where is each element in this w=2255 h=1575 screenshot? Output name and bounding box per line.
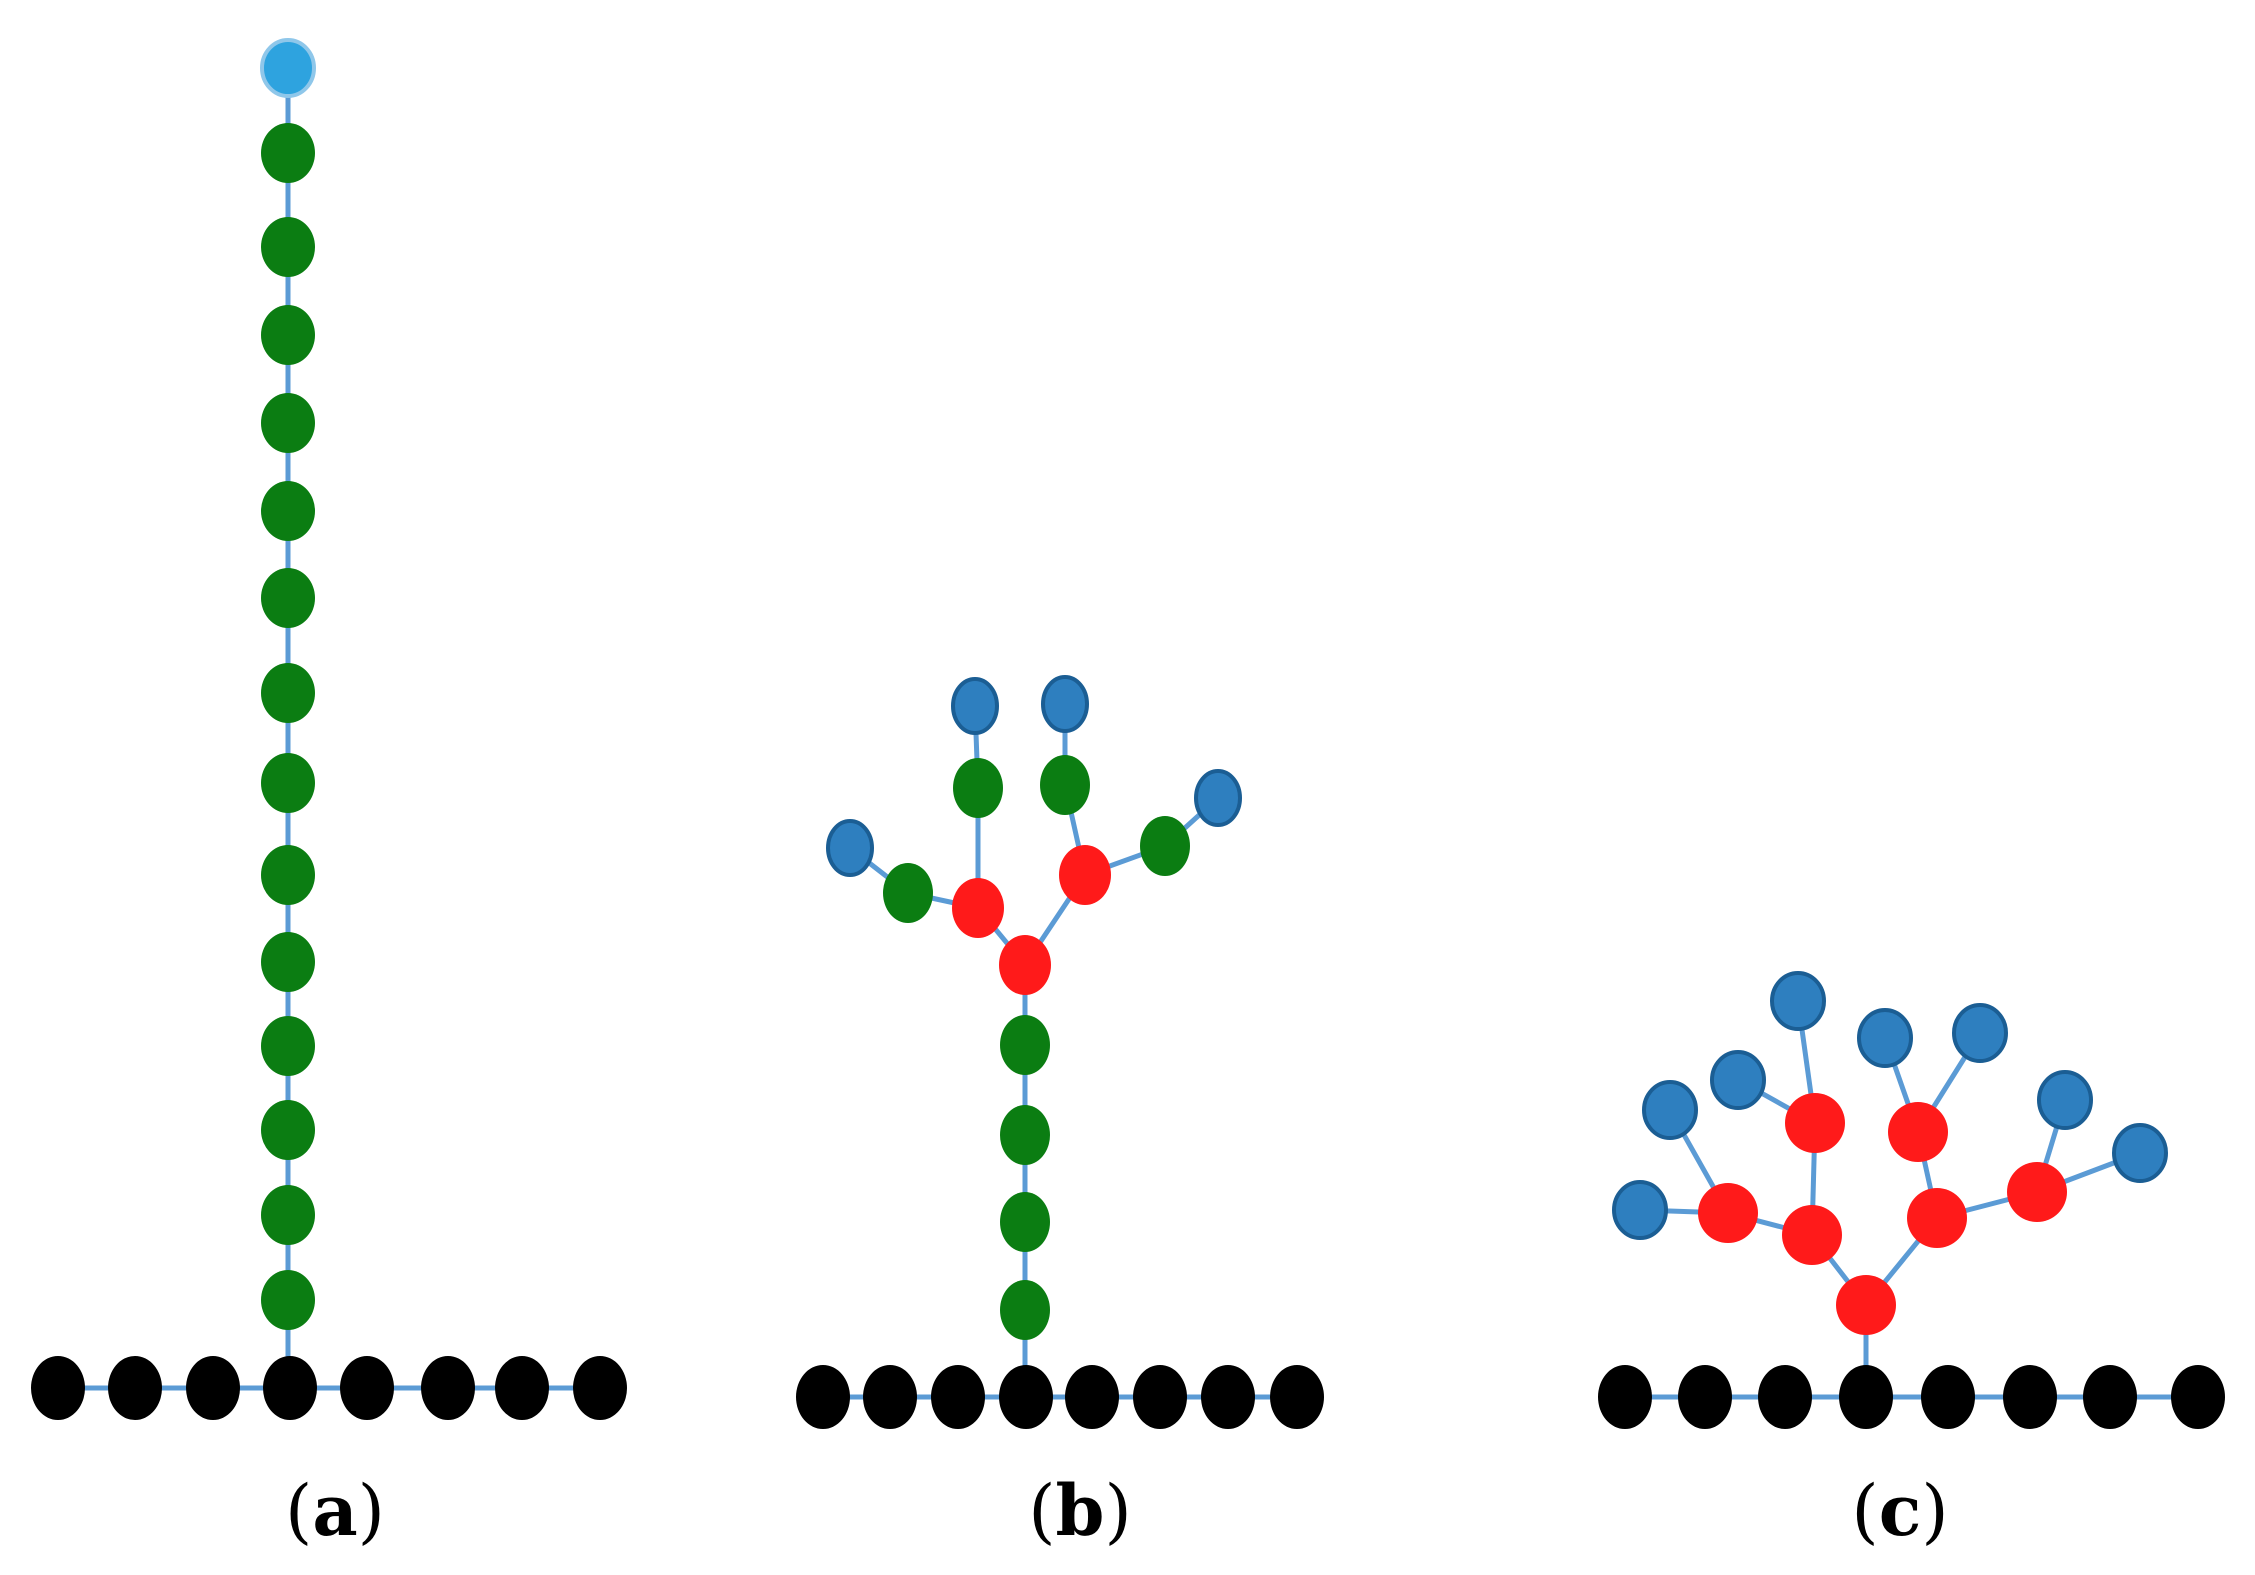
backbone-node [1839, 1365, 1893, 1429]
backbone-node [1065, 1365, 1119, 1429]
end-group-node [951, 677, 999, 735]
backbone-node [2003, 1365, 2057, 1429]
backbone-node [863, 1365, 917, 1429]
backbone-node [2083, 1365, 2137, 1429]
spacer-node [953, 758, 1003, 818]
panel-a-label: (a) [285, 1469, 385, 1552]
spacer-node [261, 1270, 315, 1330]
branch-node [1698, 1183, 1758, 1243]
spacer-node [1000, 1015, 1050, 1075]
backbone-node [1201, 1365, 1255, 1429]
end-group-node [1710, 1050, 1766, 1110]
spacer-node [1140, 816, 1190, 876]
spacer-node [261, 753, 315, 813]
spacer-node [883, 863, 933, 923]
panel-b-nodes [796, 675, 1324, 1429]
backbone-node [1270, 1365, 1324, 1429]
end-group-node [1612, 1180, 1668, 1240]
panel-c-label: (c) [1851, 1469, 1948, 1552]
spacer-node [261, 932, 315, 992]
branch-node [1907, 1188, 1967, 1248]
end-group-node [2037, 1070, 2093, 1130]
spacer-node [261, 217, 315, 277]
spacer-node [1000, 1192, 1050, 1252]
branch-node [2007, 1162, 2067, 1222]
backbone-node [1758, 1365, 1812, 1429]
panel-c-nodes [1598, 971, 2225, 1429]
backbone-node [263, 1356, 317, 1420]
end-group-node [1857, 1008, 1913, 1068]
spacer-node [261, 481, 315, 541]
end-group-node [1770, 971, 1826, 1031]
branch-node [1888, 1102, 1948, 1162]
spacer-node [261, 123, 315, 183]
backbone-node [1598, 1365, 1652, 1429]
end-group-node [2112, 1123, 2168, 1183]
branch-node [999, 935, 1051, 995]
end-group-node [1041, 675, 1089, 733]
backbone-node [108, 1356, 162, 1420]
spacer-node [1000, 1280, 1050, 1340]
backbone-node [1678, 1365, 1732, 1429]
backbone-node [931, 1365, 985, 1429]
end-group-node [826, 819, 874, 877]
spacer-node [261, 663, 315, 723]
spacer-node [1000, 1105, 1050, 1165]
backbone-node [495, 1356, 549, 1420]
end-group-node [260, 38, 316, 98]
backbone-node [573, 1356, 627, 1420]
spacer-node [261, 568, 315, 628]
spacer-node [1040, 755, 1090, 815]
branch-node [1782, 1205, 1842, 1265]
end-group-node [1194, 769, 1242, 827]
panel-c-dendritic-chain: (c) [1598, 971, 2225, 1552]
spacer-node [261, 1185, 315, 1245]
branch-node [1785, 1093, 1845, 1153]
panel-a-nodes [31, 38, 627, 1420]
backbone-node [999, 1365, 1053, 1429]
panel-b-branched-chain: (b) [796, 675, 1324, 1552]
panel-a-bonds [55, 65, 603, 1391]
spacer-node [261, 1016, 315, 1076]
panel-a-linear-chain: (a) [31, 38, 627, 1552]
end-group-node [1952, 1003, 2008, 1063]
backbone-node [796, 1365, 850, 1429]
backbone-node [2171, 1365, 2225, 1429]
backbone-node [421, 1356, 475, 1420]
spacer-node [261, 1100, 315, 1160]
backbone-node [1921, 1365, 1975, 1429]
branch-node [1059, 845, 1111, 905]
backbone-node [340, 1356, 394, 1420]
spacer-node [261, 845, 315, 905]
branch-node [952, 878, 1004, 938]
end-group-node [1642, 1080, 1698, 1140]
spacer-node [261, 305, 315, 365]
backbone-node [186, 1356, 240, 1420]
backbone-node [31, 1356, 85, 1420]
backbone-node [1133, 1365, 1187, 1429]
panel-b-label: (b) [1028, 1469, 1132, 1552]
branch-node [1836, 1275, 1896, 1335]
spacer-node [261, 393, 315, 453]
